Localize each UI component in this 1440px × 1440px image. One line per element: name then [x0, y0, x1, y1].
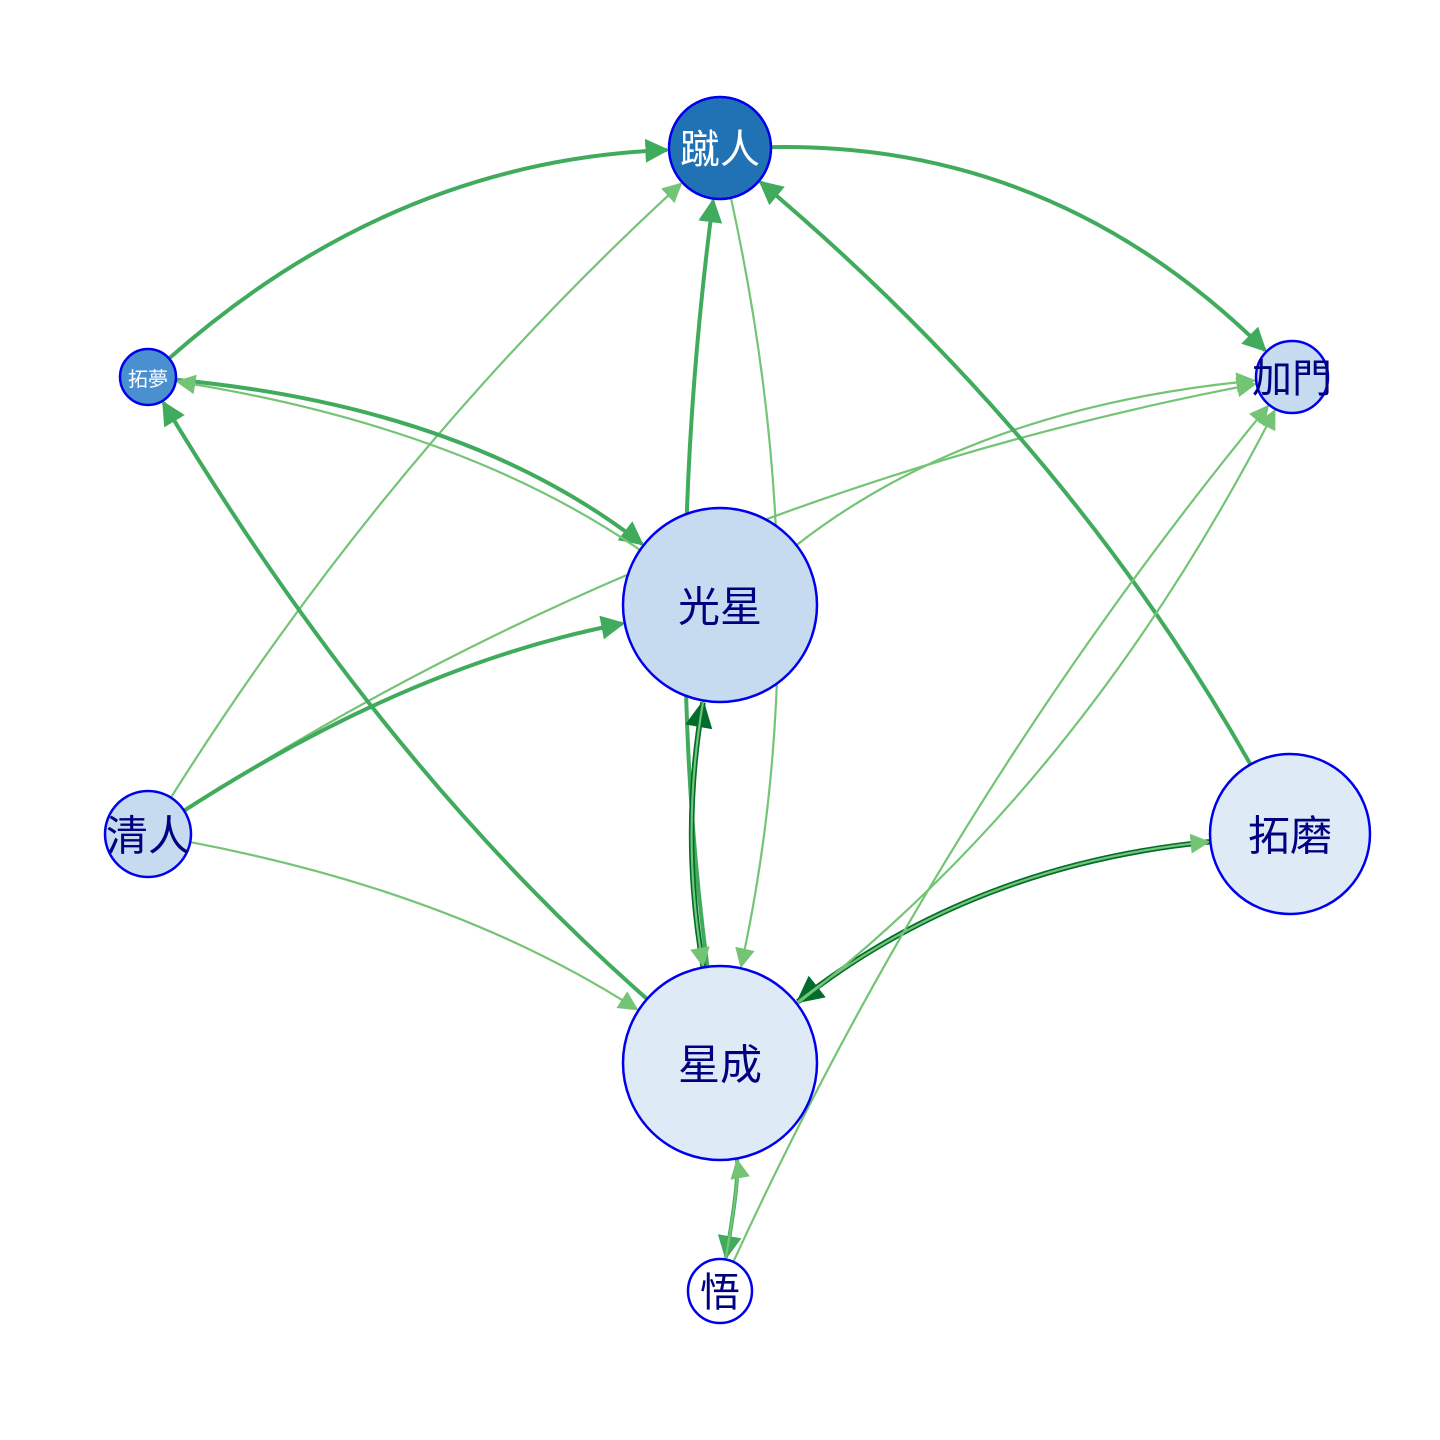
- edge-tm-to-gx: [175, 377, 644, 546]
- node-gx[interactable]: 光星: [621, 506, 819, 704]
- node-tm[interactable]: 拓夢: [118, 347, 178, 407]
- edge-wu-to-jm: [732, 404, 1270, 1263]
- edge-tm-to-kick: [167, 138, 670, 360]
- node-tm-label: 拓夢: [128, 367, 168, 391]
- node-qr[interactable]: 清人: [103, 789, 193, 879]
- node-wu[interactable]: 悟: [686, 1257, 754, 1325]
- edge-tmo-to-kick: [758, 180, 1253, 766]
- node-xc-circle: [621, 964, 819, 1162]
- node-qr-circle: [103, 789, 193, 879]
- edge-qr-to-xc: [189, 841, 639, 1011]
- node-gx-label: 光星: [678, 583, 762, 632]
- node-qr-label: 清人: [106, 812, 190, 861]
- edge-gx-to-jm: [795, 372, 1257, 547]
- edge-xc-to-tm: [161, 400, 649, 1001]
- node-kick[interactable]: 蹴人: [667, 95, 773, 201]
- node-wu-label: 悟: [700, 1270, 740, 1316]
- node-wu-circle: [686, 1257, 754, 1325]
- edge-qr-to-gx: [183, 615, 626, 813]
- node-kick-circle: [667, 95, 773, 201]
- edge-qr-to-kick: [169, 182, 683, 799]
- edge-kick-to-jm: [770, 145, 1267, 352]
- node-xc-label: 星成: [678, 1041, 762, 1090]
- node-jm-circle: [1254, 339, 1330, 415]
- edge-wu-to-xc: [724, 1158, 750, 1260]
- edge-gx-to-tm: [175, 374, 641, 551]
- node-tmo-circle: [1208, 752, 1372, 916]
- edge-xc-to-jm: [796, 409, 1276, 1005]
- node-tmo-label: 拓磨: [1248, 812, 1332, 861]
- node-jm[interactable]: 加門: [1252, 339, 1332, 415]
- edge-xc-to-tmo: [795, 833, 1211, 1004]
- node-tmo[interactable]: 拓磨: [1208, 752, 1372, 916]
- edge-gx-to-xc: [690, 700, 710, 968]
- node-jm-label: 加門: [1252, 356, 1332, 402]
- node-gx-circle: [621, 506, 819, 704]
- node-xc[interactable]: 星成: [621, 964, 819, 1162]
- node-tm-circle: [118, 347, 178, 407]
- node-kick-label: 蹴人: [680, 127, 760, 173]
- edge-tmo-to-xc: [795, 838, 1211, 1004]
